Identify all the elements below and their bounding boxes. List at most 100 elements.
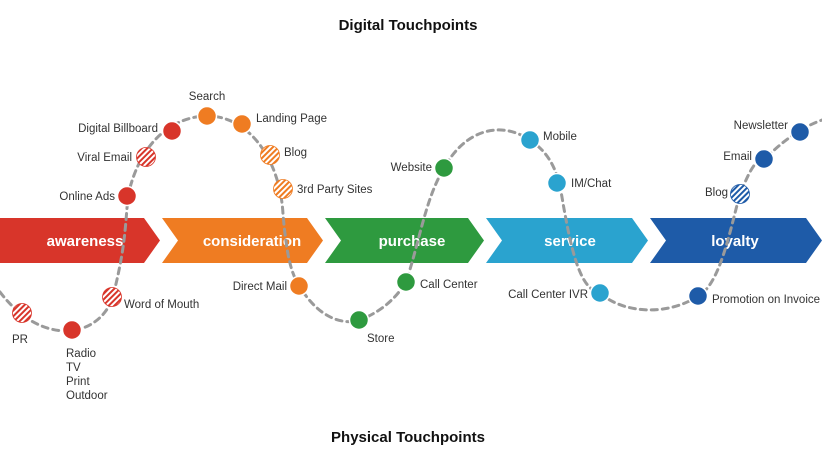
touchpoint-label-line: Call Center IVR: [508, 289, 588, 301]
touchpoint-label-line: Newsletter: [734, 120, 788, 132]
journey-path: [0, 114, 822, 333]
touchpoint-direct-mail: Direct Mail: [233, 275, 310, 297]
touchpoint-marker-website: [433, 157, 455, 179]
touchpoint-label-line: Email: [723, 151, 752, 163]
touchpoint-word-of-mouth: Word of Mouth: [102, 287, 199, 311]
touchpoint-newsletter: Newsletter: [734, 120, 811, 143]
touchpoint-label-im-chat: IM/Chat: [571, 178, 612, 190]
touchpoint-label-line: IM/Chat: [571, 178, 612, 190]
stage-arrow-loyalty: [650, 218, 822, 263]
touchpoint-label-line: Search: [189, 91, 225, 103]
touchpoint-call-center-ivr: Call Center IVR: [508, 282, 611, 304]
touchpoint-label-third-party-sites: 3rd Party Sites: [297, 184, 373, 196]
stage-arrow-purchase: [325, 218, 484, 263]
touchpoint-label-blog-loyalty: Blog: [705, 187, 728, 199]
touchpoint-label-viral-email: Viral Email: [77, 152, 132, 164]
touchpoint-label-landing-page: Landing Page: [256, 113, 327, 125]
touchpoint-landing-page: Landing Page: [231, 113, 327, 135]
stage-label-awareness: awareness: [47, 233, 124, 250]
touchpoint-label-mobile: Mobile: [543, 131, 577, 143]
touchpoint-label-website: Website: [391, 162, 432, 174]
journey-stages: awareness consideration purchase service loy…: [0, 218, 822, 263]
stage-purchase: purchase: [325, 218, 484, 263]
touchpoint-marker-newsletter: [789, 121, 811, 143]
touchpoint-mobile: Mobile: [519, 129, 577, 151]
touchpoint-im-chat: IM/Chat: [546, 172, 612, 194]
touchpoint-marker-blog-loyalty: [730, 184, 750, 204]
touchpoint-label-store: Store: [367, 333, 395, 345]
stage-service: service: [486, 218, 648, 263]
touchpoint-label-search: Search: [189, 91, 225, 103]
touchpoint-marker-mobile: [519, 129, 541, 151]
touchpoint-marker-blog-consideration: [260, 145, 280, 165]
touchpoint-marker-promotion-on-invoice: [687, 285, 709, 307]
touchpoint-label-email: Email: [723, 151, 752, 163]
touchpoint-label-digital-billboard: Digital Billboard: [78, 123, 158, 135]
touchpoint-label-line: Viral Email: [77, 152, 132, 164]
touchpoint-marker-search: [196, 105, 218, 127]
touchpoint-label-line: TV: [66, 362, 81, 374]
touchpoint-label-word-of-mouth: Word of Mouth: [124, 299, 199, 311]
touchpoint-blog-loyalty: Blog: [705, 184, 750, 204]
touchpoint-label-line: Promotion on Invoice: [712, 294, 820, 306]
touchpoint-label-line: Landing Page: [256, 113, 327, 125]
stage-loyalty: loyalty: [650, 218, 822, 263]
touchpoint-label-call-center-ivr: Call Center IVR: [508, 289, 588, 301]
digital-touchpoints-title: Digital Touchpoints: [339, 17, 478, 34]
touchpoint-marker-online-ads: [116, 185, 138, 207]
stage-arrow-service: [486, 218, 648, 263]
stage-label-consideration: consideration: [203, 233, 301, 250]
touchpoint-label-line: Store: [367, 333, 395, 345]
touchpoint-label-blog-consideration: Blog: [284, 147, 307, 159]
touchpoint-label-promotion-on-invoice: Promotion on Invoice: [712, 294, 820, 306]
touchpoint-email: Email: [723, 148, 775, 170]
touchpoint-marker-third-party-sites: [273, 179, 293, 199]
stage-label-loyalty: loyalty: [711, 233, 759, 250]
touchpoint-label-newsletter: Newsletter: [734, 120, 788, 132]
touchpoint-marker-landing-page: [231, 113, 253, 135]
touchpoint-label-call-center: Call Center: [420, 279, 478, 291]
stage-arrow-consideration: [162, 218, 323, 263]
touchpoint-marker-radio: [61, 319, 83, 341]
touchpoint-marker-im-chat: [546, 172, 568, 194]
touchpoint-search: Search: [189, 91, 225, 127]
touchpoint-label-online-ads: Online Ads: [59, 191, 115, 203]
touchpoint-viral-email: Viral Email: [77, 147, 156, 167]
touchpoint-label-line: Outdoor: [66, 390, 108, 402]
touchpoint-marker-viral-email: [136, 147, 156, 167]
touchpoint-online-ads: Online Ads: [59, 185, 138, 207]
physical-touchpoints-title: Physical Touchpoints: [331, 429, 485, 446]
touchpoint-label-line: PR: [12, 334, 28, 346]
touchpoint-marker-store: [348, 309, 370, 331]
touchpoint-third-party-sites: 3rd Party Sites: [273, 179, 373, 199]
touchpoint-marker-email: [753, 148, 775, 170]
touchpoint-label-line: Online Ads: [59, 191, 115, 203]
touchpoint-label-line: 3rd Party Sites: [297, 184, 373, 196]
touchpoint-promotion-on-invoice: Promotion on Invoice: [687, 285, 820, 307]
touchpoint-label-line: Radio: [66, 348, 96, 360]
stage-label-purchase: purchase: [379, 233, 446, 250]
touchpoint-pr: PR: [12, 303, 32, 346]
touchpoint-digital-billboard: Digital Billboard: [78, 120, 183, 142]
touchpoint-label-line: Call Center: [420, 279, 478, 291]
touchpoint-marker-digital-billboard: [161, 120, 183, 142]
touchpoint-label-line: Blog: [705, 187, 728, 199]
touchpoint-label-line: Mobile: [543, 131, 577, 143]
touchpoint-label-line: Print: [66, 376, 90, 388]
touchpoint-label-line: Website: [391, 162, 432, 174]
touchpoint-store: Store: [348, 309, 395, 345]
touchpoint-marker-call-center-ivr: [589, 282, 611, 304]
touchpoint-marker-word-of-mouth: [102, 287, 122, 307]
touchpoint-label-direct-mail: Direct Mail: [233, 281, 287, 293]
touchpoint-label-line: Digital Billboard: [78, 123, 158, 135]
touchpoint-label-pr: PR: [12, 334, 28, 346]
touchpoint-label-line: Blog: [284, 147, 307, 159]
stage-consideration: consideration: [162, 218, 323, 263]
touchpoint-marker-pr: [12, 303, 32, 323]
stage-arrow-awareness: [0, 218, 160, 263]
touchpoint-label-line: Word of Mouth: [124, 299, 199, 311]
touchpoint-marker-direct-mail: [288, 275, 310, 297]
